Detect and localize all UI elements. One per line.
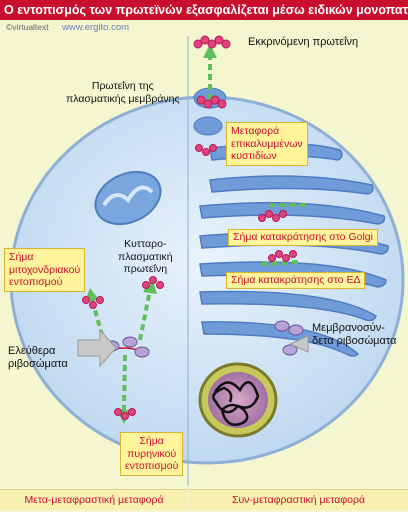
footer-co-translational: Συν-μεταφραστική μεταφορά bbox=[189, 489, 408, 510]
label-secreted-protein: Εκκρινόμενη πρωτεΐνη bbox=[248, 36, 359, 48]
mito-line3: εντοπισμού bbox=[9, 276, 63, 288]
site-text: www.ergito.com bbox=[62, 22, 130, 33]
nuclear-line2: πυρηνικού bbox=[127, 447, 177, 460]
vesicle-line1: Μεταφορά bbox=[231, 125, 280, 137]
protein-chains bbox=[82, 35, 297, 420]
free-ribo-line1: Ελεύθερα bbox=[8, 345, 56, 357]
membrane-ribo-line1: Μεμβρανοσύν- bbox=[312, 322, 385, 334]
label-free-ribosomes: Ελεύθερα ριβοσώματα bbox=[8, 345, 68, 371]
membrane-ribosomes-pointer bbox=[288, 335, 309, 353]
membrane-protein-line2: πλασματικής μεμβράνης bbox=[66, 92, 180, 105]
page-title: Ο εντοπισμός των πρωτεϊνών εξασφαλίζεται… bbox=[0, 0, 408, 20]
vesicle-line2: επικαλυμμένων bbox=[231, 137, 303, 150]
mitochondrion bbox=[94, 170, 162, 226]
copyright-text: ©virtualtext bbox=[6, 22, 49, 32]
cytoplasmic-line1: Κυτταρο- bbox=[124, 238, 167, 250]
label-golgi-retention: Σήμα κατακράτησης στο Golgi bbox=[228, 229, 378, 246]
mito-line2: μιτοχονδριακού bbox=[9, 263, 81, 276]
free-ribo-line2: ριβοσώματα bbox=[8, 358, 68, 370]
label-membrane-ribosomes: Μεμβρανοσύν- δετα ριβοσώματα bbox=[312, 322, 396, 348]
cytoplasmic-line3: πρωτεΐνη bbox=[123, 263, 168, 275]
cytoplasmic-line2: πλασματική bbox=[118, 250, 173, 263]
membrane-protein-line1: Πρωτεΐνη της bbox=[91, 80, 154, 92]
mito-line1: Σήμα bbox=[9, 251, 34, 263]
label-nuclear-signal: Σήμα πυρηνικού εντοπισμού bbox=[120, 432, 184, 476]
nuclear-line1: Σήμα bbox=[139, 435, 164, 447]
membrane-ribo-line2: δετα ριβοσώματα bbox=[312, 335, 397, 347]
nucleus bbox=[198, 362, 278, 438]
label-membrane-protein: Πρωτεΐνη της πλασματικής μεμβράνης bbox=[66, 80, 180, 105]
label-coated-vesicles: Μεταφορά επικαλυμμένων κυστιδίων bbox=[226, 122, 308, 166]
label-cytoplasmic-protein: Κυτταρο- πλασματική πρωτεΐνη bbox=[118, 238, 173, 276]
footer-post-translational: Μετα-μεταφραστική μεταφορά bbox=[0, 489, 188, 510]
label-mito-signal: Σήμα μιτοχονδριακού εντοπισμού bbox=[4, 248, 86, 292]
vesicle-line3: κυστιδίων bbox=[231, 150, 277, 162]
free-ribosomes-pointer bbox=[77, 328, 117, 368]
nuclear-line3: εντοπισμού bbox=[125, 460, 179, 472]
membrane-ribosomes bbox=[274, 320, 304, 356]
label-er-retention: Σήμα κατακράτησης στο ΕΔ bbox=[226, 272, 366, 289]
